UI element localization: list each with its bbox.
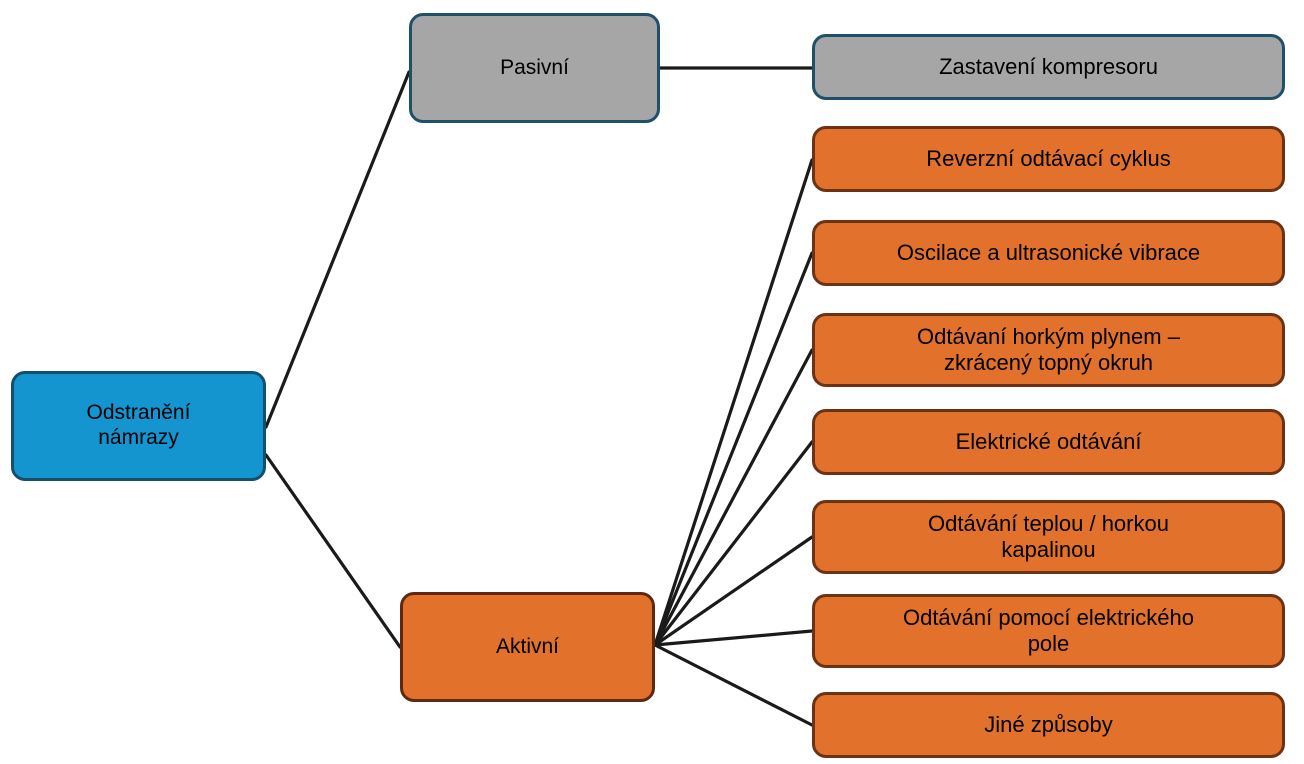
connector-active-to-teplou	[653, 535, 814, 647]
node-aktivni-label: Aktivní	[495, 634, 560, 658]
connector-active-to-reverzni	[653, 158, 814, 647]
leaf-active-3[interactable]: Elektrické odtávání	[812, 409, 1285, 475]
leaf-active-6-label: Jiné způsoby	[984, 712, 1113, 738]
leaf-active-3-label: Elektrické odtávání	[955, 429, 1142, 455]
connector-active-to-elektricke-pole	[653, 629, 814, 647]
node-pasivni[interactable]: Pasivní	[409, 13, 660, 123]
leaf-active-1[interactable]: Oscilace a ultrasonické vibrace	[812, 220, 1285, 286]
connector-root-to-passive	[264, 70, 411, 429]
leaf-active-4[interactable]: Odtávání teplou / horkou kapalinou	[812, 500, 1285, 574]
connector-active-to-oscilace	[653, 251, 814, 647]
node-aktivni[interactable]: Aktivní	[400, 592, 655, 702]
node-root-label: Odstranění námrazy	[86, 401, 191, 449]
connector-root-to-active	[264, 453, 402, 649]
leaf-active-2-label: Odtávaní horkým plynem – zkrácený topný …	[917, 324, 1180, 375]
leaf-active-5-label: Odtávání pomocí elektrického pole	[902, 605, 1195, 656]
leaf-active-6[interactable]: Jiné způsoby	[812, 692, 1285, 758]
leaf-passive-0-label: Zastavení kompresoru	[939, 54, 1158, 80]
connector-active-to-elektricke	[653, 440, 814, 647]
leaf-active-0[interactable]: Reverzní odtávací cyklus	[812, 126, 1285, 192]
node-pasivni-label: Pasivní	[500, 55, 569, 79]
leaf-active-1-label: Oscilace a ultrasonické vibrace	[896, 240, 1201, 266]
node-root[interactable]: Odstranění námrazy	[11, 371, 266, 481]
leaf-active-2[interactable]: Odtávaní horkým plynem – zkrácený topný …	[812, 313, 1285, 387]
leaf-active-5[interactable]: Odtávání pomocí elektrického pole	[812, 594, 1285, 668]
leaf-active-0-label: Reverzní odtávací cyklus	[926, 146, 1171, 172]
connector-active-to-jine	[653, 643, 814, 727]
leaf-passive-0[interactable]: Zastavení kompresoru	[812, 34, 1285, 100]
connector-active-to-horky-plyn	[653, 348, 814, 647]
leaf-active-4-label: Odtávání teplou / horkou kapalinou	[928, 511, 1169, 562]
